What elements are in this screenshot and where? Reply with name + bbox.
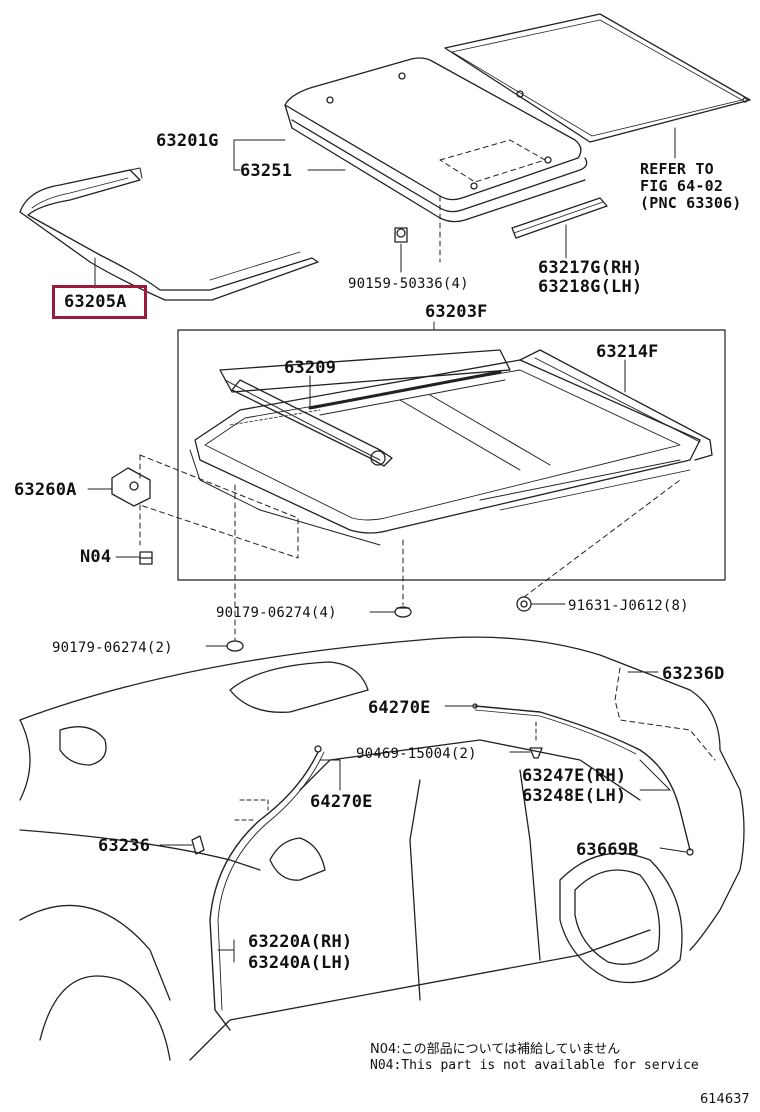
drain-hose-front-drawing (209, 745, 325, 1031)
clip-90179-2-drawing (226, 640, 244, 652)
part-label-63220A[interactable]: 63220A(RH) (248, 932, 353, 952)
bolt-N04-drawing (139, 551, 153, 565)
highlight-box (52, 285, 147, 319)
part-label-63240A[interactable]: 63240A(LH) (248, 953, 353, 973)
part-label-63236[interactable]: 63236 (98, 836, 151, 856)
part-label-63251[interactable]: 63251 (240, 161, 293, 181)
drain-seal-drawing (19, 167, 319, 301)
note-japanese: N04:この部品については補給していません (370, 1042, 621, 1057)
deflector-strip-drawing (511, 197, 608, 239)
part-label-63203F[interactable]: 63203F (425, 302, 488, 322)
car-body-drawing (19, 636, 745, 1061)
part-label-63214F[interactable]: 63214F (596, 342, 659, 362)
part-label-64270E-front[interactable]: 64270E (310, 792, 373, 812)
sunroof-frame-drawing (189, 349, 713, 546)
clip-91631-drawing (516, 596, 532, 612)
part-label-63247E[interactable]: 63247E(RH) (522, 766, 627, 786)
part-label-63248E[interactable]: 63248E(LH) (522, 786, 627, 806)
part-label-63260A[interactable]: 63260A (14, 480, 77, 500)
part-label-63236D[interactable]: 63236D (662, 664, 725, 684)
ref-line-1: REFER TO (640, 160, 714, 178)
part-label-N04[interactable]: N04 (80, 547, 112, 567)
part-label-63669B[interactable]: 63669B (576, 840, 639, 860)
part-label-90179-06274-2[interactable]: 90179-06274(2) (52, 640, 173, 656)
part-label-63201G[interactable]: 63201G (156, 131, 219, 151)
part-label-90469-15004[interactable]: 90469-15004(2) (356, 746, 477, 762)
part-label-64270E-rear[interactable]: 64270E (368, 698, 431, 718)
part-label-90179-06274-4[interactable]: 90179-06274(4) (216, 605, 337, 621)
clamp-63236-drawing (191, 835, 205, 855)
bracket-63260A-drawing (111, 467, 151, 507)
clip-90179-drawing (394, 606, 412, 618)
part-label-63218G[interactable]: 63218G(LH) (538, 277, 643, 297)
part-label-63209[interactable]: 63209 (284, 358, 337, 378)
part-label-63217G[interactable]: 63217G(RH) (538, 258, 643, 278)
glass-panel-drawing (284, 57, 588, 223)
frame-assembly-box (177, 329, 726, 581)
clip-90469-drawing (529, 747, 543, 759)
ref-line-2: FIG 64-02 (640, 177, 724, 195)
figure-number: 614637 (700, 1092, 750, 1107)
part-label-90159-50336[interactable]: 90159-50336(4) (348, 276, 469, 292)
ref-line-3: (PNC 63306) (640, 194, 742, 212)
bolt-90159-drawing (394, 227, 408, 243)
part-label-91631-J0612[interactable]: 91631-J0612(8) (568, 598, 689, 614)
sunshade-panel-drawing (444, 13, 751, 143)
drain-hose-rear-drawing (472, 667, 716, 856)
note-english: N04:This part is not available for servi… (370, 1058, 699, 1073)
part-label-63205A[interactable]: 63205A (64, 292, 127, 312)
